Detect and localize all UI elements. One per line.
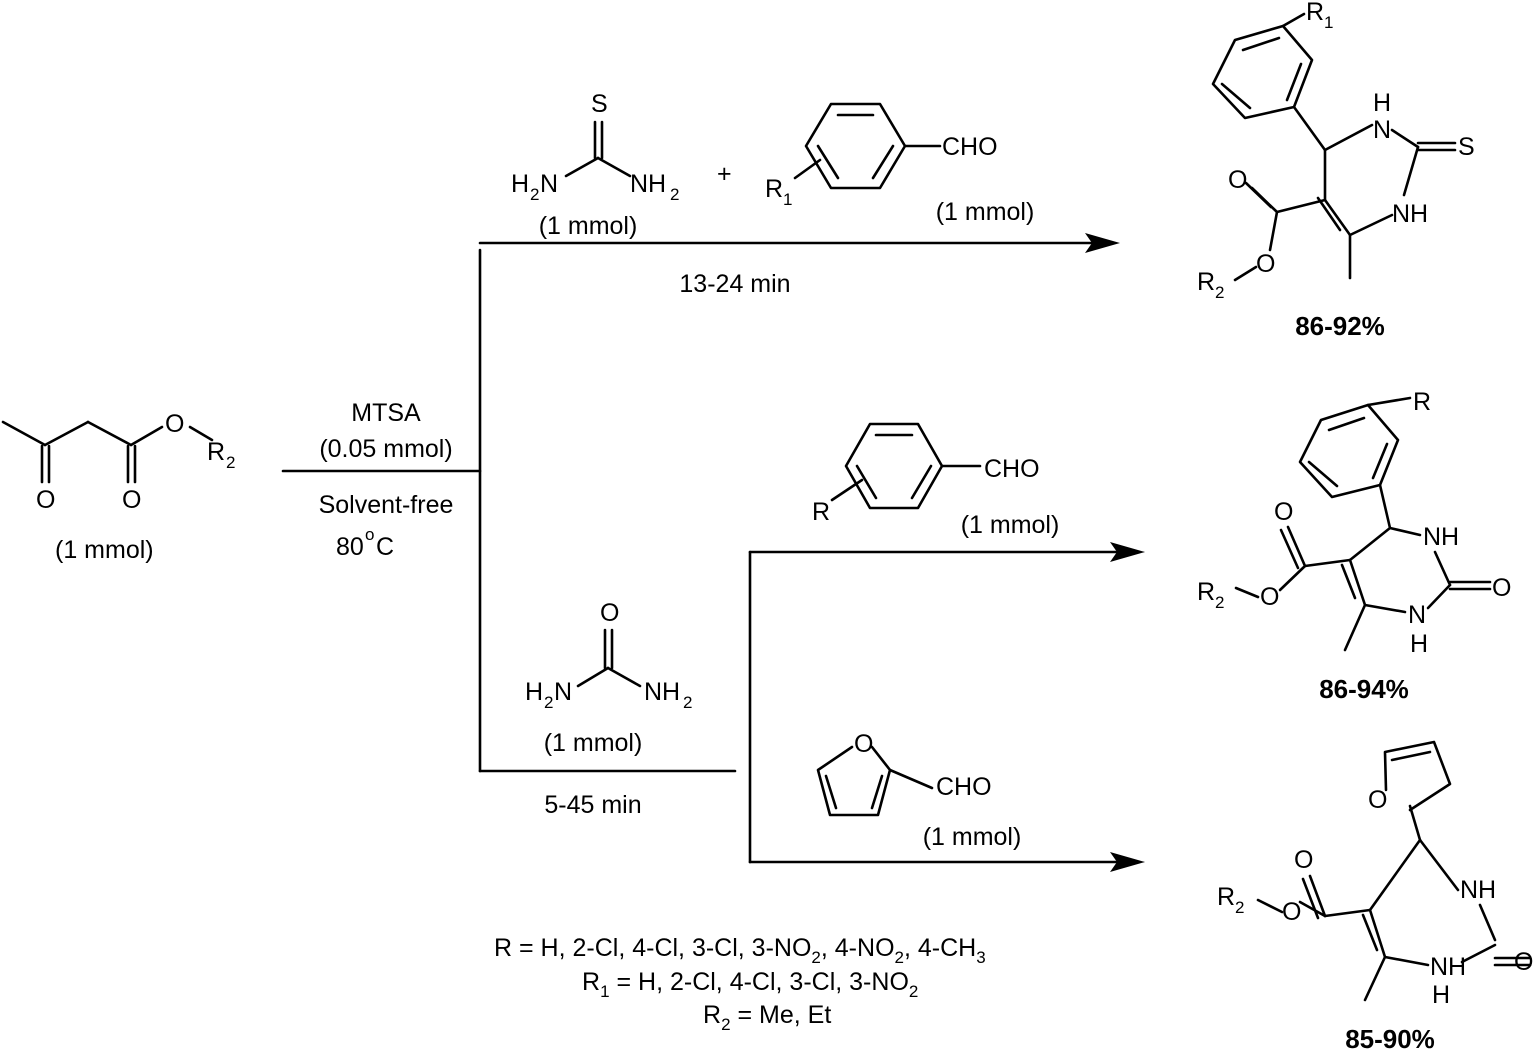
product1-r2-sub: 2: [1215, 283, 1224, 302]
product2-structure: R NH O N H O O R 2 86-94%: [1197, 388, 1511, 704]
degree-mark: o: [365, 525, 374, 544]
start-r2-label: R: [207, 438, 225, 466]
top-aldehyde-r1-label: R: [765, 175, 783, 203]
thiourea-structure: S H 2 N NH 2 (1 mmol): [511, 90, 679, 240]
top-aldehyde-r1-sub: 1: [783, 190, 792, 209]
product3-oxo-label: O: [1514, 948, 1533, 976]
product3-yield-label: 85-90%: [1345, 1024, 1435, 1054]
benzaldehyde-middle-structure: CHO R (1 mmol): [812, 422, 1060, 539]
r2-definition-line: R2 = Me, Et: [703, 1001, 831, 1034]
thiourea-right-nh-label: NH: [630, 170, 666, 198]
product1-h-top-label: H: [1373, 89, 1391, 117]
product3-nh-bottom-label: NH: [1430, 953, 1466, 981]
product2-r-label: R: [1413, 388, 1431, 416]
catalyst-label: MTSA: [351, 399, 421, 427]
middle-aldehyde-r-label: R: [812, 498, 830, 526]
middle-arrowhead: [1110, 542, 1145, 562]
product2-nh-top-label: NH: [1423, 523, 1459, 551]
urea-left-h-label: H: [525, 678, 543, 706]
product2-yield-label: 86-94%: [1319, 674, 1409, 704]
top-arrowhead: [1085, 233, 1120, 253]
start-r2-subscript: 2: [226, 453, 235, 472]
r-definition-line: R = H, 2-Cl, 4-Cl, 3-Cl, 3-NO2, 4-NO2, 4…: [494, 934, 986, 967]
product1-r2-label: R: [1197, 268, 1215, 296]
catalyst-conditions: MTSA (0.05 mmol) Solvent-free 80 o C: [281, 399, 482, 561]
product1-r1-sub: 1: [1324, 13, 1333, 32]
product3-carbonyl-oxygen-label: O: [1294, 846, 1313, 874]
thiourea-sulfur-label: S: [591, 90, 608, 118]
product3-r2-label: R: [1217, 883, 1235, 911]
furfural-cho-label: CHO: [936, 773, 992, 801]
product3-r2-sub: 2: [1235, 898, 1244, 917]
product2-h-bottom-label: H: [1410, 630, 1428, 658]
r1-definition-line: R1 = H, 2-Cl, 4-Cl, 3-Cl, 3-NO2: [582, 968, 918, 1001]
urea-right-nh-label: NH: [644, 678, 680, 706]
top-time-label: 13-24 min: [679, 270, 790, 298]
product1-nh-bottom-label: NH: [1392, 200, 1428, 228]
thiourea-left-sub: 2: [530, 185, 539, 204]
product3-nh-top-label: NH: [1460, 876, 1496, 904]
furfural-structure: O CHO (1 mmol): [816, 730, 1022, 851]
top-aldehyde-cho-label: CHO: [942, 133, 998, 161]
bottom-time-label: 5-45 min: [544, 791, 641, 819]
product2-ester-oxygen-label: O: [1260, 583, 1279, 611]
product2-n-bottom-label: N: [1408, 601, 1426, 629]
product1-ester-oxygen-label: O: [1256, 250, 1275, 278]
plus-sign: +: [717, 160, 732, 188]
top-aldehyde-amount-label: (1 mmol): [936, 198, 1035, 226]
thiourea-right-sub: 2: [670, 185, 679, 204]
product2-r2-sub: 2: [1215, 593, 1224, 612]
product3-ester-oxygen-label: O: [1282, 898, 1301, 926]
thiourea-amount-label: (1 mmol): [539, 212, 638, 240]
substituent-legend: R = H, 2-Cl, 4-Cl, 3-Cl, 3-NO2, 4-NO2, 4…: [494, 934, 986, 1034]
urea-oxygen-label: O: [600, 599, 619, 627]
product3-h-bottom-label: H: [1432, 981, 1450, 1009]
product1-structure: R 1 H N S NH O O R 2 86-92%: [1197, 0, 1475, 341]
ester-carbonyl-oxygen-label: O: [122, 486, 141, 514]
product3-furan-oxygen-label: O: [1368, 786, 1387, 814]
product2-oxo-label: O: [1492, 574, 1511, 602]
start-amount-label: (1 mmol): [55, 536, 154, 564]
urea-right-sub: 2: [683, 693, 692, 712]
product1-r1-label: R: [1306, 0, 1324, 26]
product3-structure: O NH O NH H O O R 2 85-90%: [1217, 740, 1533, 1054]
product1-n-top-label: N: [1373, 116, 1391, 144]
catalyst-amount-label: (0.05 mmol): [319, 435, 452, 463]
temperature-unit: C: [376, 533, 394, 561]
middle-aldehyde-cho-label: CHO: [984, 455, 1040, 483]
product1-sulfur-label: S: [1458, 133, 1475, 161]
thiourea-left-n-label: N: [540, 170, 558, 198]
furfural-oxygen-label: O: [854, 730, 873, 758]
solvent-label: Solvent-free: [319, 491, 454, 519]
ketone-oxygen-label: O: [36, 486, 55, 514]
benzaldehyde-top-structure: CHO R 1 (1 mmol): [765, 102, 1035, 226]
urea-structure: O H 2 N NH 2 (1 mmol): [525, 599, 692, 757]
urea-left-sub: 2: [544, 693, 553, 712]
product2-r2-label: R: [1197, 578, 1215, 606]
temperature-value: 80: [336, 533, 364, 561]
furfural-amount-label: (1 mmol): [923, 823, 1022, 851]
bottom-arrowhead: [1110, 852, 1145, 872]
product2-carbonyl-oxygen-label: O: [1274, 498, 1293, 526]
product1-carbonyl-oxygen-label: O: [1228, 166, 1247, 194]
product1-yield-label: 86-92%: [1295, 311, 1385, 341]
urea-left-n-label: N: [554, 678, 572, 706]
acetoacetate-structure: O O O R 2 (1 mmol): [1, 410, 235, 564]
branch-lines: 13-24 min 5-45 min: [478, 233, 1145, 872]
middle-aldehyde-amount-label: (1 mmol): [961, 511, 1060, 539]
urea-amount-label: (1 mmol): [544, 729, 643, 757]
thiourea-left-h-label: H: [511, 170, 529, 198]
ester-oxygen-label: O: [165, 410, 184, 438]
